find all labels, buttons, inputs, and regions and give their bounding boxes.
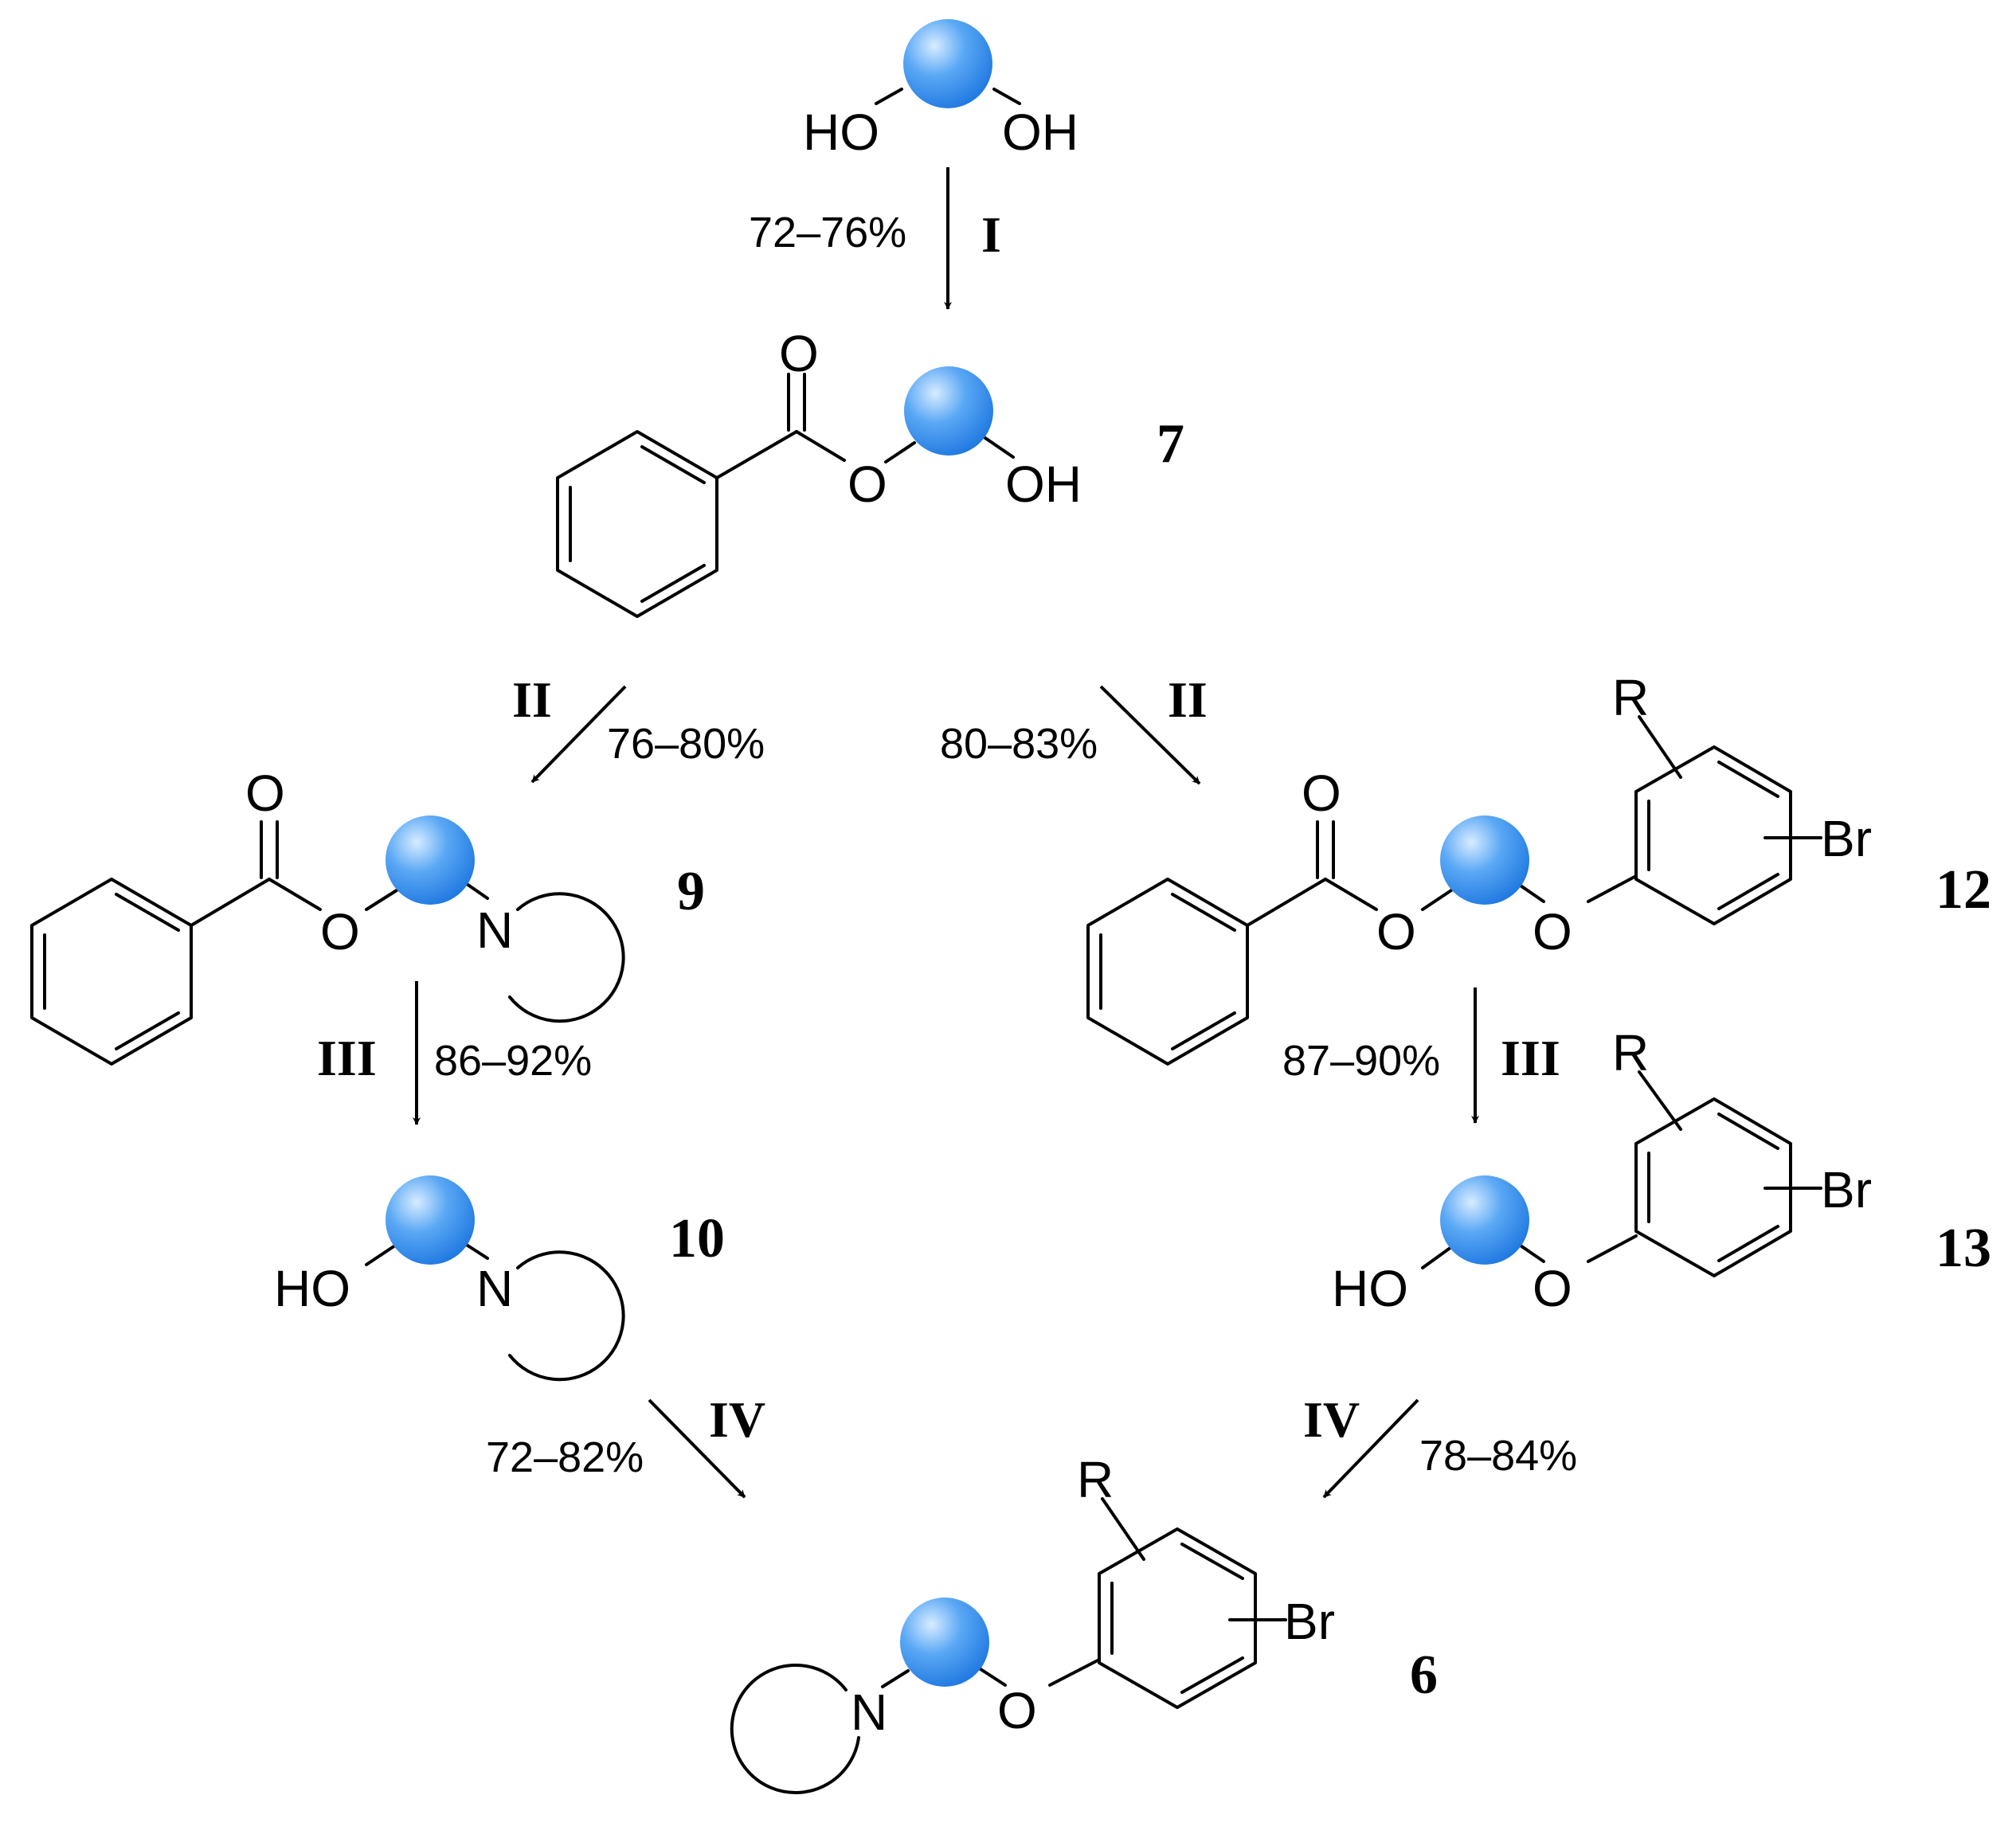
step-I: 72–76% I <box>749 167 1001 310</box>
step-III-right: 87–90% III <box>1282 987 1560 1124</box>
yield-label: 87–90% <box>1282 1037 1440 1085</box>
step-label: IV <box>1303 1391 1360 1448</box>
step-II-left: II 76–80% <box>512 671 765 784</box>
hydroxyl-label: OH <box>1005 456 1082 513</box>
nitrogen-label: N <box>851 1684 887 1741</box>
bromine-label: Br <box>1821 1161 1872 1218</box>
phenyl-ring <box>30 878 193 1066</box>
hydroxyl-label: HO <box>1332 1260 1408 1317</box>
scaffold-sphere <box>386 1175 475 1265</box>
scaffold-sphere <box>900 1598 989 1687</box>
compound-number: 10 <box>669 1208 725 1269</box>
nitrogen-label: N <box>476 901 513 959</box>
substituent-r-label: R <box>1612 1024 1649 1081</box>
hydroxyl-right-label: OH <box>1002 104 1078 161</box>
compound-13: HO O R Br 13 <box>1332 1024 1991 1317</box>
bromoaryl-ring <box>1098 1527 1257 1709</box>
substituent-r-label: R <box>1612 669 1649 726</box>
step-label: II <box>512 671 552 728</box>
step-label: III <box>1501 1030 1560 1086</box>
yield-label: 78–84% <box>1419 1432 1577 1480</box>
yield-label: 86–92% <box>434 1037 592 1085</box>
compound-10: HO N 10 <box>274 1175 725 1382</box>
bromine-label: Br <box>1821 810 1872 867</box>
phenyl-ring <box>1086 878 1249 1066</box>
starting-diol: HO OH <box>803 19 1078 161</box>
carbonyl-oxygen-label: O <box>779 325 819 382</box>
yield-label: 72–76% <box>749 209 906 256</box>
ring-arc <box>508 892 625 1023</box>
bromine-label: Br <box>1284 1593 1335 1650</box>
bromoaryl-ring <box>1634 1097 1792 1277</box>
compound-number: 13 <box>1936 1218 1991 1279</box>
step-label: IV <box>709 1391 765 1448</box>
ether-oxygen-label: O <box>997 1682 1037 1739</box>
ether-oxygen-label: O <box>1533 903 1572 960</box>
ester-oxygen-label: O <box>320 903 360 960</box>
step-label: I <box>981 206 1001 263</box>
carbonyl-oxygen-label: O <box>1302 765 1341 822</box>
phenyl-ring <box>556 430 718 618</box>
compound-7: O O OH 7 <box>556 325 1184 618</box>
scaffold-sphere <box>1440 815 1529 905</box>
scaffold-sphere <box>904 366 993 456</box>
carbonyl-oxygen-label: O <box>245 765 285 822</box>
ester-oxygen-label: O <box>848 456 887 513</box>
scaffold-sphere <box>1440 1175 1529 1265</box>
compound-number: 6 <box>1410 1645 1438 1706</box>
compound-number: 12 <box>1936 859 1991 921</box>
ring-arc <box>730 1664 860 1794</box>
step-II-right: 80–83% II <box>940 671 1208 785</box>
ether-oxygen-label: O <box>1533 1260 1572 1317</box>
yield-label: 76–80% <box>607 720 765 768</box>
compound-9: O O N 9 <box>30 765 705 1066</box>
step-III-left: III 86–92% <box>317 981 592 1125</box>
hydroxyl-label: HO <box>274 1260 350 1317</box>
nitrogen-label: N <box>476 1260 513 1317</box>
step-IV-left: 72–82% IV <box>486 1391 765 1499</box>
ring-arc <box>508 1250 625 1382</box>
step-label: II <box>1168 671 1208 728</box>
scaffold-sphere <box>903 19 992 108</box>
bromoaryl-ring <box>1634 745 1792 925</box>
compound-number: 9 <box>677 861 705 922</box>
step-label: III <box>317 1030 377 1086</box>
scaffold-sphere <box>386 815 475 905</box>
ester-oxygen-label: O <box>1376 903 1416 960</box>
step-IV-right: IV 78–84% <box>1303 1391 1577 1499</box>
yield-label: 72–82% <box>486 1433 644 1481</box>
compound-number: 7 <box>1157 413 1184 475</box>
yield-label: 80–83% <box>940 720 1098 768</box>
hydroxyl-left-label: HO <box>803 104 879 161</box>
substituent-r-label: R <box>1077 1451 1114 1508</box>
compound-12: O O O R Br 12 <box>1086 669 1991 1066</box>
compound-6: N O R Br 6 <box>730 1451 1438 1794</box>
